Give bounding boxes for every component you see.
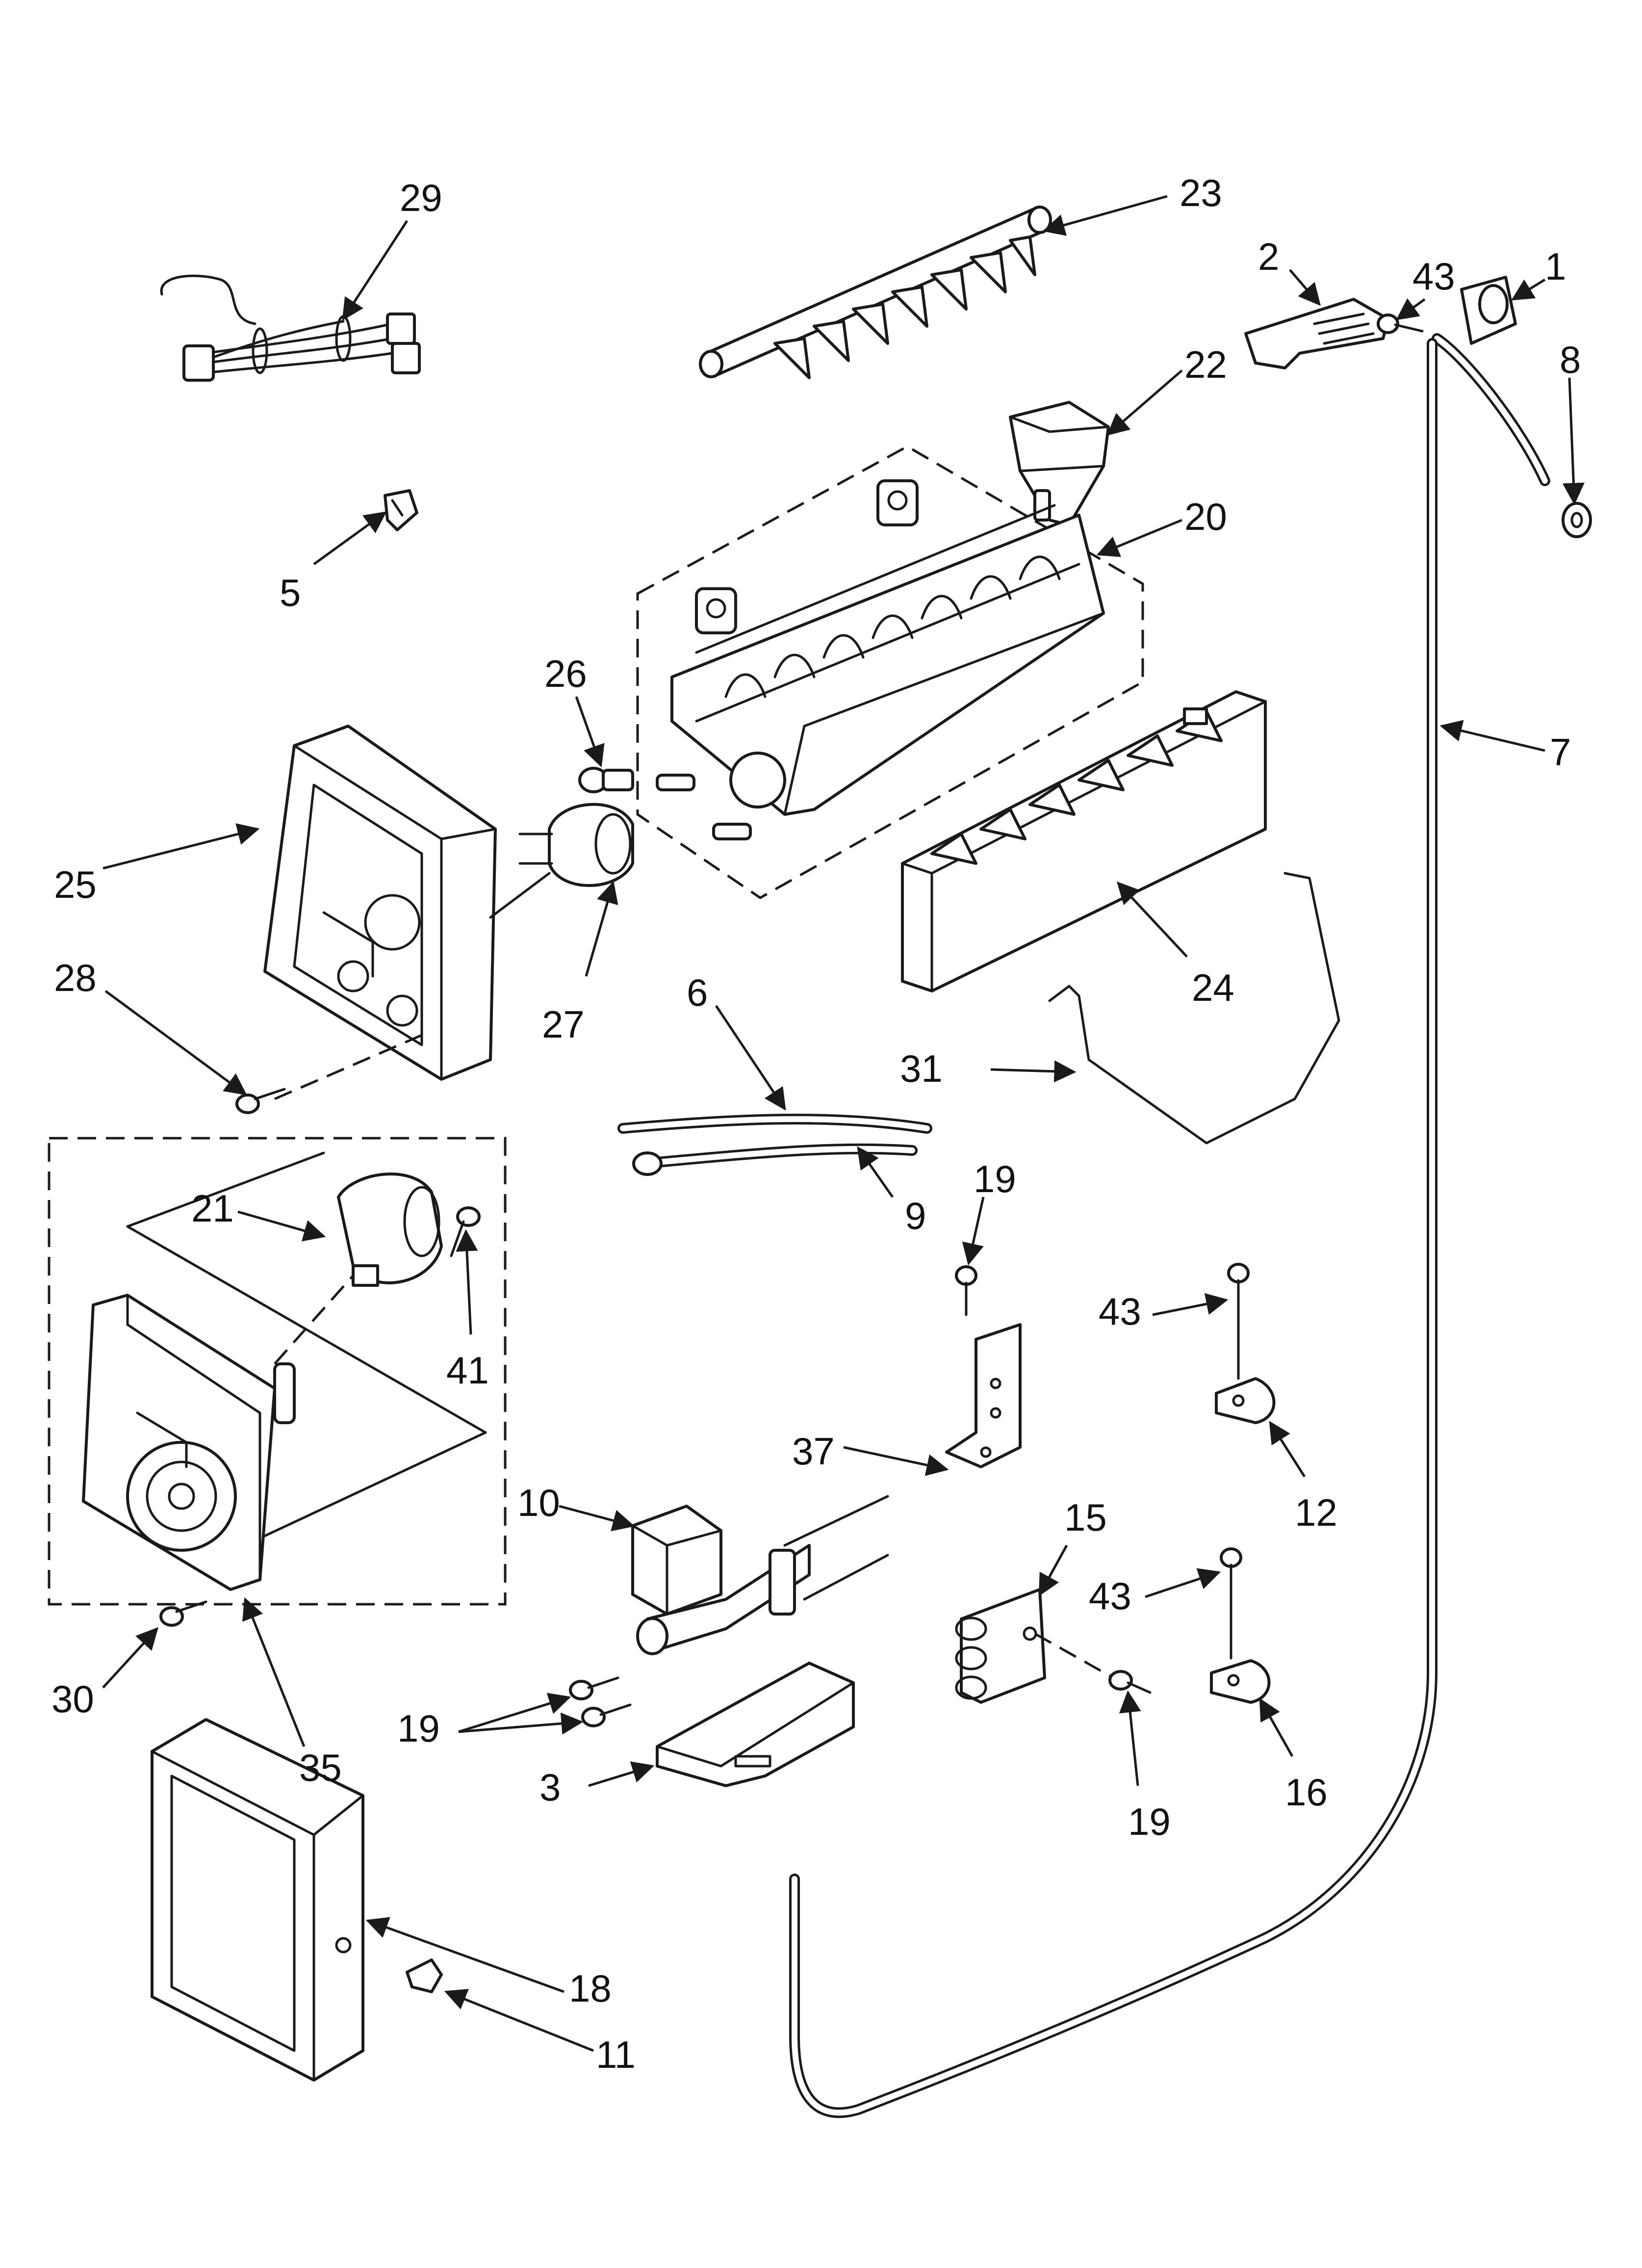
housing-part bbox=[263, 725, 551, 1081]
fitting-part bbox=[1460, 276, 1517, 345]
callout-21: 21 bbox=[191, 1187, 234, 1230]
callout-43-low: 43 bbox=[1089, 1574, 1131, 1617]
plug-part bbox=[406, 1958, 443, 1993]
shutoff-arm-part bbox=[1048, 872, 1340, 1145]
fill-cup-part bbox=[1009, 401, 1110, 526]
tube-part bbox=[632, 1143, 918, 1176]
motor-part bbox=[337, 1173, 443, 1287]
callout-3: 3 bbox=[539, 1766, 561, 1809]
front-cover-part bbox=[151, 1718, 364, 2082]
thermostat-part bbox=[518, 803, 634, 887]
callout-28: 28 bbox=[54, 956, 97, 999]
bracket-part bbox=[1244, 298, 1389, 369]
callout-25: 25 bbox=[54, 863, 97, 906]
screw-43-mid-part bbox=[1227, 1263, 1250, 1311]
callout-11: 11 bbox=[596, 2033, 636, 2076]
callout-6: 6 bbox=[687, 971, 708, 1014]
callout-43-mid: 43 bbox=[1099, 1290, 1141, 1333]
screw-19-right-part bbox=[1108, 1670, 1152, 1694]
callout-30: 30 bbox=[51, 1677, 94, 1721]
callout-9: 9 bbox=[905, 1194, 926, 1237]
callout-1: 1 bbox=[1545, 245, 1566, 288]
callout-26: 26 bbox=[544, 652, 587, 695]
ejector-part bbox=[699, 206, 1052, 379]
callout-10: 10 bbox=[517, 1481, 560, 1524]
bracket-37-part bbox=[945, 1323, 1022, 1468]
clamp-16-part bbox=[1210, 1659, 1271, 1704]
callout-29: 29 bbox=[400, 176, 442, 219]
callout-24: 24 bbox=[1192, 966, 1234, 1009]
callout-20: 20 bbox=[1184, 495, 1227, 538]
clamp-12-part bbox=[1215, 1377, 1276, 1424]
screws-19-left-part bbox=[569, 1676, 632, 1727]
screw-41-part bbox=[450, 1206, 481, 1257]
callout-19-left: 19 bbox=[397, 1707, 440, 1750]
screw-30-part bbox=[159, 1600, 207, 1627]
callout-15: 15 bbox=[1064, 1496, 1107, 1539]
callout-19-right: 19 bbox=[1128, 1800, 1171, 1843]
clip-part bbox=[384, 489, 418, 531]
callout-22: 22 bbox=[1184, 343, 1227, 386]
valve-bracket-part bbox=[656, 1662, 855, 1787]
callout-35: 35 bbox=[299, 1746, 342, 1789]
callout-12: 12 bbox=[1295, 1491, 1337, 1534]
wire-harness-part bbox=[160, 274, 421, 382]
callout-37: 37 bbox=[792, 1430, 835, 1473]
stripper-part bbox=[901, 690, 1267, 992]
mold-part bbox=[636, 445, 1144, 899]
callout-19-top: 19 bbox=[974, 1157, 1016, 1200]
water-valve-part bbox=[631, 1495, 889, 1655]
callout-23: 23 bbox=[1180, 171, 1222, 214]
screw-19-top-part bbox=[955, 1265, 977, 1316]
callout-7: 7 bbox=[1550, 730, 1571, 774]
callout-2: 2 bbox=[1258, 235, 1279, 278]
screw-28-part bbox=[235, 1088, 286, 1114]
callout-8: 8 bbox=[1560, 338, 1581, 381]
fill-tube-part bbox=[617, 1114, 932, 1134]
screw-43-top-part bbox=[1377, 313, 1424, 334]
callout-41: 41 bbox=[446, 1349, 489, 1392]
fill-tube-long-part bbox=[789, 333, 1550, 2118]
washer-part bbox=[1562, 502, 1592, 538]
callout-16: 16 bbox=[1285, 1771, 1328, 1814]
callout-43-top: 43 bbox=[1412, 255, 1455, 298]
callout-18: 18 bbox=[569, 1967, 612, 2010]
thermostat-clip-part bbox=[578, 767, 634, 793]
module-part bbox=[82, 1275, 354, 1591]
callout-27: 27 bbox=[542, 1003, 585, 1046]
callout-5: 5 bbox=[280, 571, 301, 614]
screw-43-low-part bbox=[1220, 1547, 1242, 1596]
bracket-15-part bbox=[955, 1588, 1046, 1704]
callout-31: 31 bbox=[900, 1047, 943, 1090]
